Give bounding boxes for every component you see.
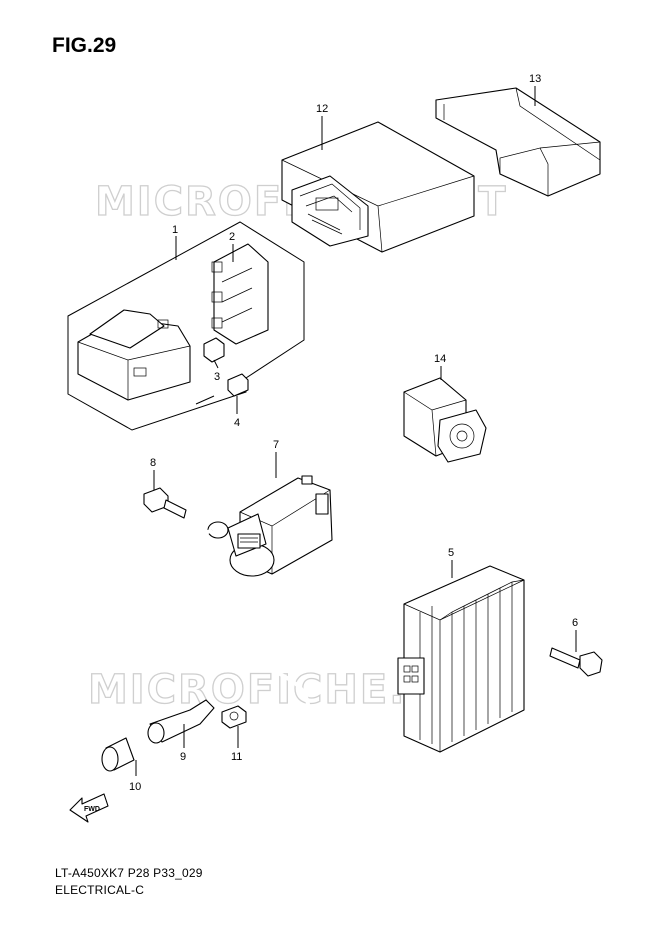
callout-2: 2 [229,231,235,243]
part-8-bolt [143,487,187,519]
callout-13: 13 [529,73,541,85]
part-14-connector [403,377,487,463]
footer-section: ELECTRICAL-C [55,883,145,897]
part-7-ignition-coil [207,475,333,577]
part-12-ecu [281,121,475,253]
callout-14: 14 [434,353,446,365]
callout-10: 10 [129,781,141,793]
callout-5: 5 [448,547,454,559]
callout-4: 4 [234,417,240,429]
callout-1: 1 [172,224,178,236]
part-13-ecu-cover [435,87,601,197]
part-9-plug-cap [147,699,215,744]
footer-model-code: LT-A450XK7 P28 P33_029 [55,866,203,880]
callout-8: 8 [150,457,156,469]
callout-leaders [135,86,577,776]
part-11-joint [221,705,247,729]
callout-11: 11 [231,751,242,763]
callout-12: 12 [316,103,328,115]
fwd-label: FWD [84,806,100,813]
fwd-arrow-icon: FWD [69,793,109,823]
callout-6: 6 [572,617,578,629]
callout-9: 9 [180,751,186,763]
callout-7: 7 [273,439,279,451]
part-10-cover [101,737,135,772]
callout-3: 3 [214,371,220,383]
figure-title: FIG.29 [52,34,117,57]
part-5-regulator-rectifier [397,565,525,753]
part-1-relay-assembly [67,221,305,431]
part-6-bolt [549,647,603,677]
